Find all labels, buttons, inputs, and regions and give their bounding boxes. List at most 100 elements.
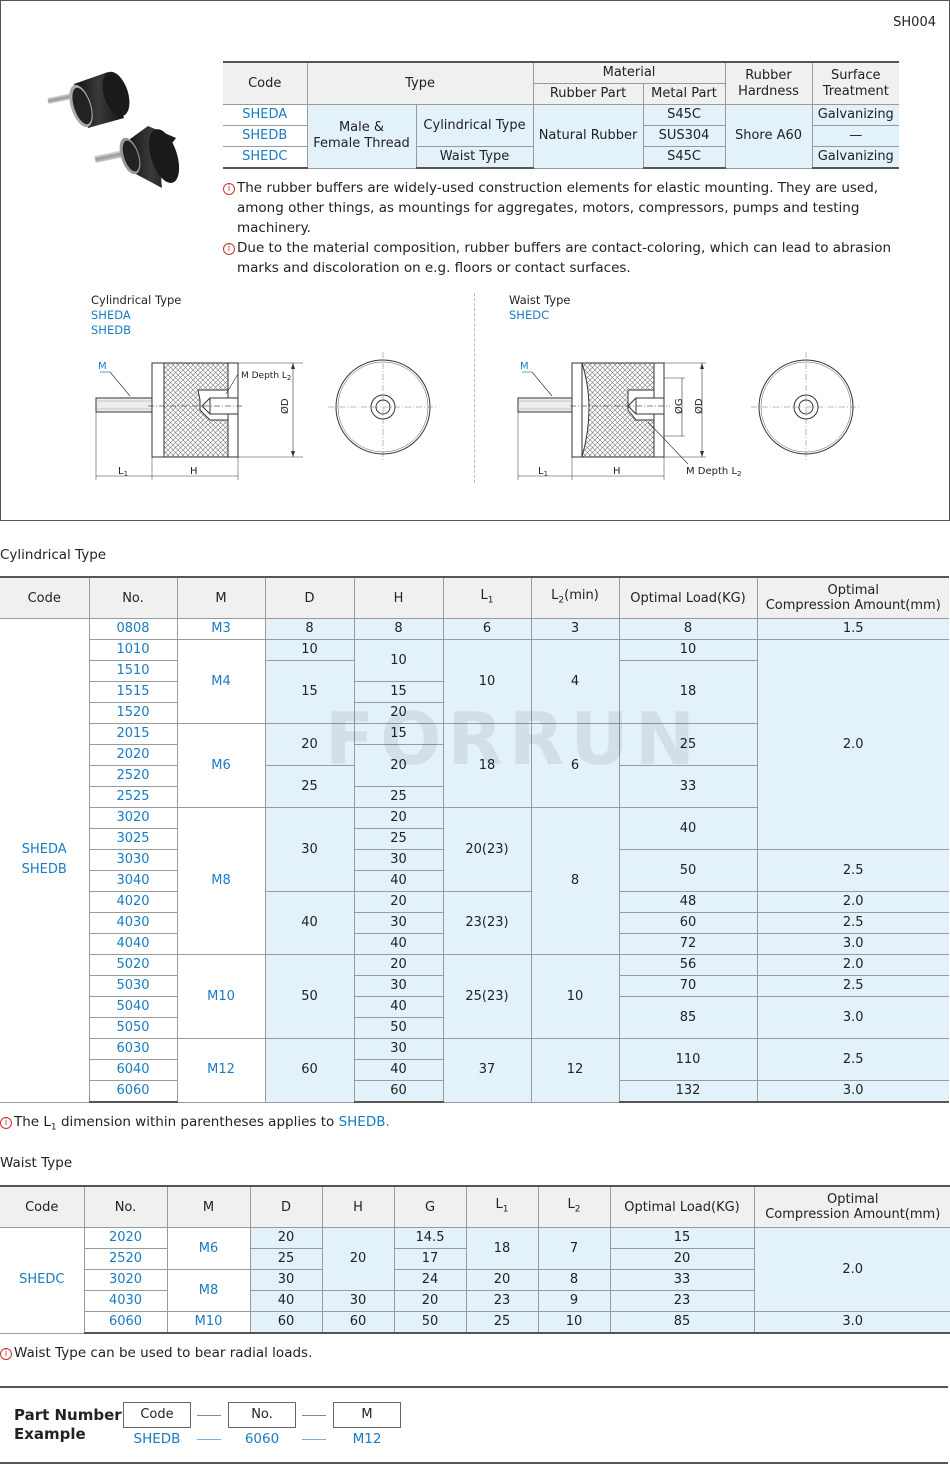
part-no-link[interactable]: 4030	[89, 912, 178, 934]
part-no-link[interactable]: 1010	[89, 639, 178, 661]
pn-example-no[interactable]: 6060	[244, 1431, 280, 1447]
part-no-link[interactable]: 5050	[89, 1017, 178, 1039]
table-row: 4030 40 30 20 23 9 23	[0, 1290, 950, 1312]
part-number-example-box: Part Number Example Code No. M SHEDB 606…	[0, 1386, 948, 1464]
compression: 2.5	[756, 849, 949, 892]
dim-d: 40	[264, 891, 355, 955]
part-no-link[interactable]: 6030	[89, 1038, 178, 1060]
dim-d: 30	[264, 807, 355, 892]
dim-l1: 25(23)	[442, 954, 532, 1039]
part-no-link[interactable]: 2020	[89, 744, 178, 766]
waist-section-title: Waist Type	[0, 1155, 73, 1171]
table-row: 2525 25	[0, 786, 949, 808]
waist-code-cell[interactable]: SHEDC	[0, 1227, 85, 1334]
part-no-link[interactable]: 6060	[84, 1311, 168, 1334]
compression: 3.0	[756, 996, 949, 1039]
waist-diagram-code[interactable]: SHEDC	[509, 308, 550, 322]
dim-d: 8	[264, 618, 355, 640]
part-no-link[interactable]: 6060	[89, 1080, 178, 1103]
dim-d: 40	[249, 1290, 323, 1312]
dim-l2: 3	[530, 618, 620, 640]
part-no-link[interactable]: 2525	[89, 786, 178, 808]
info-icon: i	[223, 183, 235, 195]
part-no-link[interactable]: 2020	[83, 1227, 168, 1249]
thread-m: M12	[176, 1038, 266, 1103]
optimal-load: 72	[618, 933, 758, 955]
part-no-link[interactable]: 3030	[89, 849, 178, 871]
compression: 2.5	[756, 1038, 949, 1081]
optimal-load: 33	[618, 765, 757, 808]
part-no-link[interactable]: 3040	[89, 870, 178, 892]
table-row: 3040 40	[0, 870, 949, 892]
waist-l1-label: L1	[538, 466, 548, 478]
pn-example-m[interactable]: M12	[352, 1431, 382, 1447]
dim-d: 30	[249, 1269, 323, 1291]
dim-h: 30	[353, 849, 444, 871]
part-no-link[interactable]: 6040	[89, 1059, 178, 1081]
pn-example-code[interactable]: SHEDB	[133, 1431, 181, 1447]
dim-h: 20	[353, 954, 444, 976]
compression: 3.0	[756, 933, 949, 955]
code-link-shedc[interactable]: SHEDC	[223, 146, 308, 169]
thread-m: M3	[176, 618, 266, 640]
dim-g: 50	[393, 1311, 467, 1334]
cyl-diagram-title: Cylindrical Type	[91, 293, 182, 307]
part-no-link[interactable]: 5040	[89, 996, 178, 1018]
cyl-mdepth-label: M Depth L2	[241, 371, 291, 382]
pn-separator	[302, 1415, 326, 1416]
part-no-link[interactable]: 1520	[89, 702, 178, 724]
code-link-shedb[interactable]: SHEDB	[223, 125, 308, 147]
waist-diagram-title: Waist Type	[509, 293, 571, 307]
part-no-link[interactable]: 3020	[89, 807, 178, 829]
table-row: 2015 M6 20 15 18 6 25	[0, 723, 949, 808]
dim-d: 50	[264, 954, 355, 1039]
part-no-link[interactable]: 2520	[84, 1248, 168, 1270]
compression: 2.0	[756, 891, 949, 913]
dim-d: 20	[249, 1227, 323, 1249]
pn-separator	[197, 1415, 221, 1416]
part-no-link[interactable]: 4030	[84, 1290, 168, 1312]
part-no-link[interactable]: 5020	[89, 954, 178, 976]
table-row: 6060 M10 60 60 50 25 10 85 3.0	[0, 1311, 950, 1334]
col-d: D	[249, 1185, 323, 1228]
part-no-link[interactable]: 1510	[89, 660, 178, 682]
part-no-link[interactable]: 2015	[89, 723, 178, 745]
optimal-load: 20	[609, 1248, 754, 1270]
table-row: 4020 40 20 23(23) 48 2.0	[0, 891, 949, 955]
brand-watermark: FORRUN	[325, 697, 701, 781]
code-link-sheda[interactable]: SHEDA	[223, 104, 308, 126]
header-rubber-part: Rubber Part	[533, 83, 644, 105]
part-no-link[interactable]: 3020	[84, 1269, 168, 1291]
part-no-link[interactable]: 1515	[89, 681, 178, 703]
dim-d: 25	[249, 1248, 323, 1270]
rubber-material: Natural Rubber	[532, 104, 644, 169]
dim-h: 40	[353, 933, 444, 955]
part-no-link[interactable]: 4040	[89, 933, 178, 955]
waist-m-label: M	[520, 361, 529, 372]
code-link-shedb[interactable]: SHEDB.	[338, 1114, 390, 1130]
part-no-link[interactable]: 5030	[89, 975, 178, 997]
dim-l1: 23	[465, 1290, 539, 1312]
part-no-link[interactable]: 3025	[89, 828, 178, 850]
dim-l2: 4	[530, 639, 620, 724]
waist-mdepth-label: M Depth L2	[686, 466, 741, 478]
part-no-link[interactable]: 0808	[88, 618, 178, 640]
optimal-load: 132	[618, 1080, 758, 1103]
col-l1: L1	[442, 576, 532, 619]
cyl-m-label: M	[98, 361, 107, 372]
dim-g: 14.5	[393, 1227, 467, 1249]
dim-l1: 10	[442, 639, 532, 724]
part-no-link[interactable]: 4020	[89, 891, 178, 913]
thread-m: M10	[166, 1311, 251, 1334]
dim-h: 40	[353, 996, 444, 1018]
dim-d: 60	[264, 1038, 355, 1103]
cyl-diagram-code[interactable]: SHEDB	[91, 323, 131, 337]
cyl-diagram-code[interactable]: SHEDA	[91, 308, 131, 322]
dim-h: 50	[353, 1017, 443, 1039]
part-no-link[interactable]: 2520	[89, 765, 178, 787]
dim-h: 15	[353, 681, 443, 703]
